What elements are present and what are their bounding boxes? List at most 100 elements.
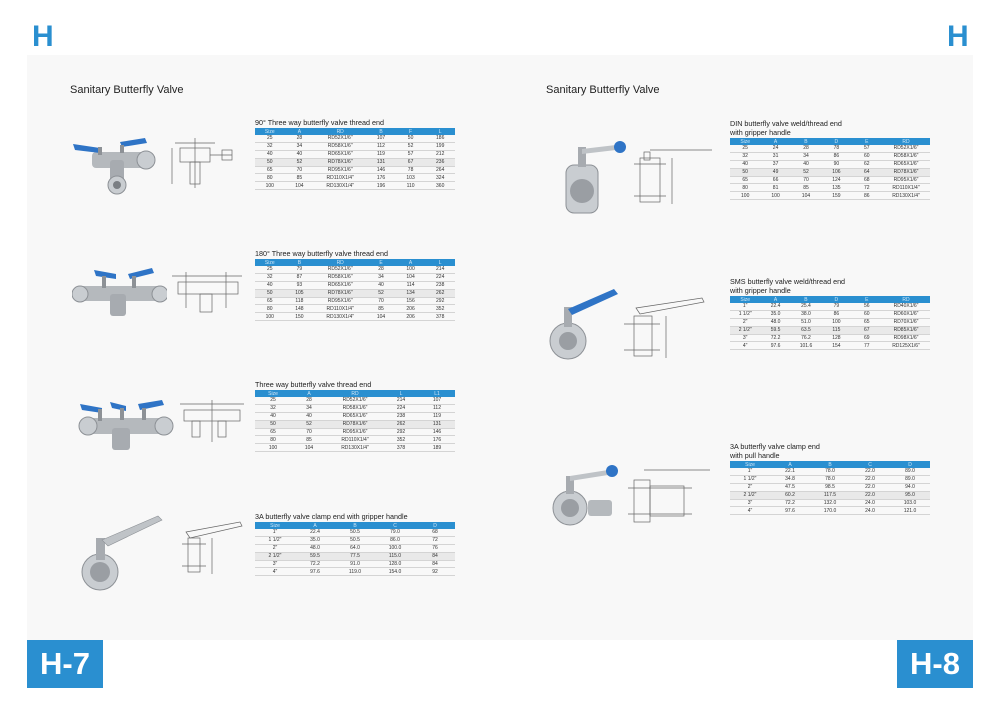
table-cell: RD110X1/4" xyxy=(314,304,367,314)
table-cell: 72.2 xyxy=(295,560,335,569)
table-cell: 40 xyxy=(255,412,291,421)
table-cell: 107 xyxy=(366,135,396,143)
table-cell: 100 xyxy=(255,312,285,322)
three-way-valve-drawing xyxy=(172,272,242,313)
table-cell: 85 xyxy=(366,304,396,314)
table-cell: RD78X1/6" xyxy=(882,168,930,177)
table-cell: 52 xyxy=(291,420,327,429)
table-cell: 66 xyxy=(760,176,791,185)
table-cell: RD125X1/6" xyxy=(882,341,930,351)
table-cell: RD58X1/6" xyxy=(882,152,930,161)
table-cell: 79 xyxy=(284,266,315,274)
table-cell: 154 xyxy=(821,341,852,351)
table-cell: 189 xyxy=(419,443,455,453)
table-cell: RD65X1/6" xyxy=(327,412,383,421)
table-cell: 25 xyxy=(255,397,291,405)
table-cell: 89.0 xyxy=(890,475,930,484)
table-cell: 59.5 xyxy=(295,552,335,561)
col-header: B xyxy=(284,259,315,266)
table-cell: 28 xyxy=(366,266,396,274)
table-cell: 224 xyxy=(383,404,419,413)
table-cell: 85 xyxy=(284,173,315,183)
table-cell: 2 1/2" xyxy=(730,326,761,335)
col-header: E xyxy=(366,259,396,266)
col-header: Size xyxy=(255,390,291,397)
table-cell: 105 xyxy=(284,289,315,298)
col-header: E xyxy=(851,138,882,145)
table-cell: 78.0 xyxy=(810,468,850,476)
table-cell: 2 1/2" xyxy=(255,552,295,561)
table-cell: RD70X1/6" xyxy=(882,318,930,327)
table-cell: 103.0 xyxy=(890,499,930,508)
table-cell: 37 xyxy=(760,160,791,169)
table-cell: 59.5 xyxy=(760,326,791,335)
table-cell: 67 xyxy=(395,158,426,167)
table-cell: 28 xyxy=(790,145,822,153)
table-cell: 68 xyxy=(851,176,882,185)
table-cell: 69 xyxy=(851,334,882,343)
product-caption-line2: with gripper handle xyxy=(730,128,791,137)
table-cell: 60.2 xyxy=(770,491,810,500)
table-cell: 97.6 xyxy=(760,341,791,351)
table-cell: 146 xyxy=(419,428,455,437)
table-cell: 107 xyxy=(419,397,455,405)
table-cell: 104 xyxy=(395,273,426,282)
table-cell: 100 xyxy=(730,191,761,201)
table-cell: 115.0 xyxy=(375,552,415,561)
table-cell: 65 xyxy=(255,428,291,437)
table-cell: 95.0 xyxy=(890,491,930,500)
butterfly-valve-drawing xyxy=(634,149,712,204)
table-cell: 70 xyxy=(790,176,822,185)
col-header: F xyxy=(395,128,426,135)
table-cell: 64 xyxy=(851,168,882,177)
table-cell: 131 xyxy=(366,158,396,167)
table-cell: 1 1/2" xyxy=(730,475,770,484)
table-cell: 115 xyxy=(821,326,852,335)
table-header-row: Size A RD L L1 xyxy=(255,390,455,397)
table-cell: 119 xyxy=(366,150,396,159)
table-cell: RD85X1/6" xyxy=(882,326,930,335)
table-cell: 2" xyxy=(730,483,770,492)
table-cell: RD110X1/4" xyxy=(327,435,383,445)
table-cell: 1" xyxy=(730,468,770,476)
table-cell: 86.0 xyxy=(375,536,415,545)
butterfly-valve-photo xyxy=(552,465,618,526)
spec-table-block: 3A butterfly valve clamp end with pull h… xyxy=(730,443,930,516)
table-cell: 72 xyxy=(851,183,882,193)
table-cell: 1 1/2" xyxy=(255,536,295,545)
table-header-row: Size B RD E A L xyxy=(255,259,455,266)
table-cell: 101.6 xyxy=(790,341,822,351)
table-cell: 104 xyxy=(284,181,315,191)
table-cell: 60 xyxy=(851,152,882,161)
header-letter-right: H xyxy=(947,20,969,53)
table-cell: 25 xyxy=(255,266,285,274)
table-cell: 77.5 xyxy=(335,552,375,561)
table-cell: 119 xyxy=(419,412,455,421)
table-cell: 40 xyxy=(366,281,396,290)
table-cell: 134 xyxy=(395,289,426,298)
table-cell: 110 xyxy=(395,181,426,191)
table-cell: 86 xyxy=(851,191,882,201)
table-cell: 186 xyxy=(425,135,455,143)
table-cell: 97.6 xyxy=(295,567,335,577)
table-cell: RD95X1/6" xyxy=(314,297,367,306)
table-cell: RD95X1/6" xyxy=(882,176,930,185)
col-header: A xyxy=(295,522,335,529)
table-cell: 3" xyxy=(730,499,770,508)
table-cell: 32 xyxy=(255,404,291,413)
table-cell: RD95X1/6" xyxy=(327,428,383,437)
butterfly-valve-photo xyxy=(549,289,618,360)
